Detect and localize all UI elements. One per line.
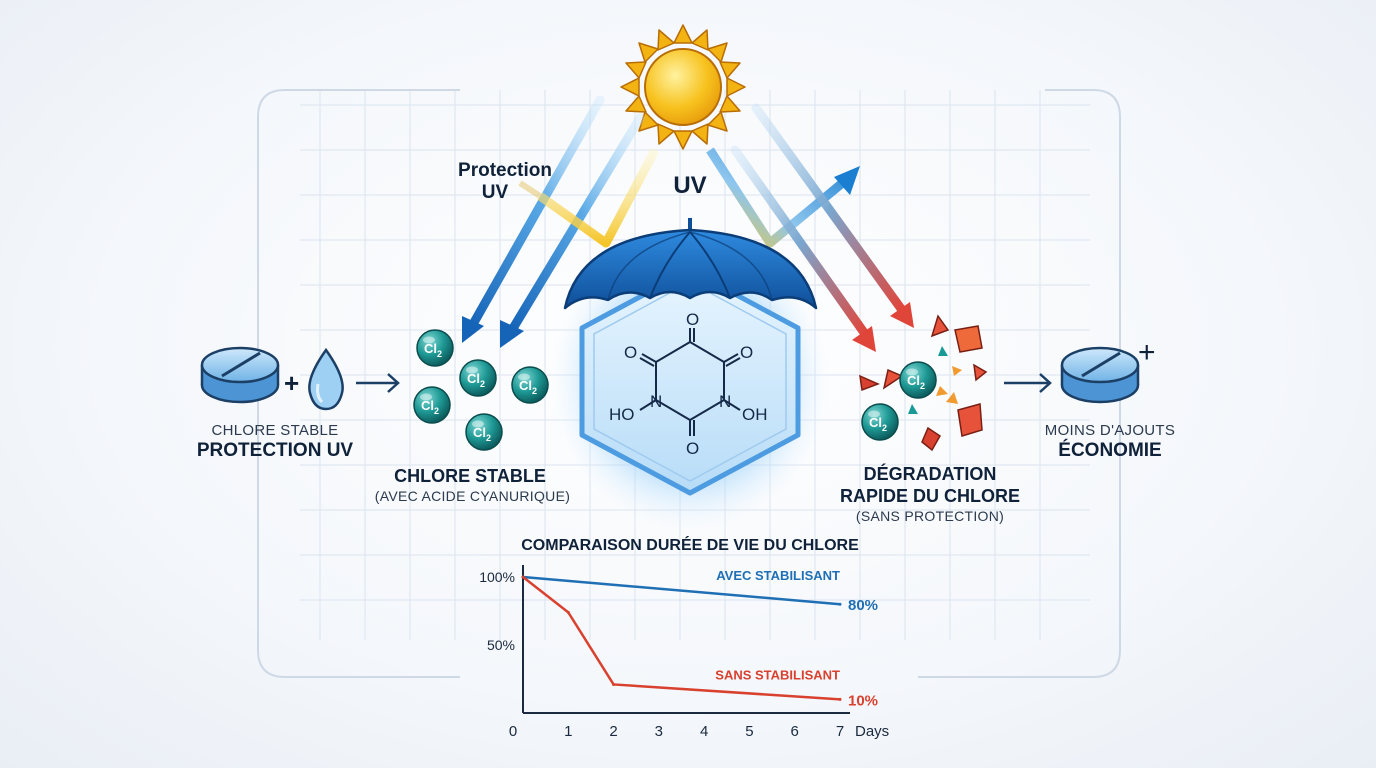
uv-ray-red-inner-arrowhead [852, 326, 876, 352]
svg-text:Cl2: Cl2 [467, 371, 485, 389]
atom-o-right: O [740, 343, 753, 362]
sun-icon [620, 24, 746, 150]
left-caption-line2: PROTECTION UV [196, 440, 354, 461]
stable-cluster-subtitle: (AVEC ACIDE CYANURIQUE) [374, 488, 571, 504]
right-caption-line2: ÉCONOMIE [1058, 440, 1162, 461]
uv-ray-yellow-left [537, 147, 659, 248]
plus-sign-left: + [284, 368, 299, 398]
uv-ray-red-outer [751, 103, 907, 315]
svg-text:Cl2: Cl2 [421, 398, 439, 416]
degradation-subtitle: (SANS PROTECTION) [855, 508, 1005, 524]
uv-protection-label: Protection UV [458, 160, 552, 203]
atom-oh-right: OH [742, 405, 768, 424]
chart-title: COMPARAISON DURÉE DE VIE DU CHLORE [521, 537, 859, 554]
cyanuric-acid-molecule [639, 328, 741, 436]
left-caption-line1: CHLORE STABLE [211, 422, 339, 439]
uv-ray-reflected-arrowhead [834, 166, 860, 195]
stable-cluster-title: CHLORE STABLE [394, 466, 546, 486]
uv-ray-blue-outer [467, 95, 605, 331]
uv-ray-blue-outer-arrowhead [462, 316, 484, 343]
svg-text:Cl2: Cl2 [424, 341, 442, 359]
atom-o-top: O [686, 310, 699, 329]
uv-label: UV [673, 172, 707, 199]
atom-o-left: O [624, 343, 637, 362]
arrow-right-icon [356, 373, 400, 393]
right-caption-line1: MOINS D'AJOUTS [1044, 422, 1176, 439]
water-drop-icon [308, 347, 344, 411]
chlorine-tablet-icon [200, 346, 280, 404]
atom-n-right: N [719, 392, 731, 411]
degradation-fragments [859, 314, 988, 452]
svg-text:Cl2: Cl2 [473, 425, 491, 443]
svg-text:Cl2: Cl2 [869, 415, 887, 433]
atom-ho-left: HO [609, 405, 635, 424]
degradation-line1: DÉGRADATION [863, 464, 997, 484]
plus-sign-right: + [1138, 336, 1156, 369]
uv-ray-yellow-right [706, 147, 849, 248]
svg-text:Cl2: Cl2 [907, 373, 925, 391]
uv-ray-red-inner [730, 145, 870, 339]
atom-n-left: N [650, 392, 662, 411]
chlorine-tablet-icon-right [1060, 346, 1140, 404]
umbrella-icon [563, 218, 818, 310]
uv-ray-red-outer-arrowhead [890, 302, 914, 328]
cyanuric-acid-shield [579, 267, 801, 496]
arrow-right-icon-2 [1004, 373, 1052, 393]
degradation-line2: RAPIDE DU CHLORE [839, 486, 1020, 506]
atom-o-bottom: O [686, 439, 699, 458]
uv-ray-blue-inner-arrowhead [500, 320, 524, 348]
svg-text:Cl2: Cl2 [519, 378, 537, 396]
